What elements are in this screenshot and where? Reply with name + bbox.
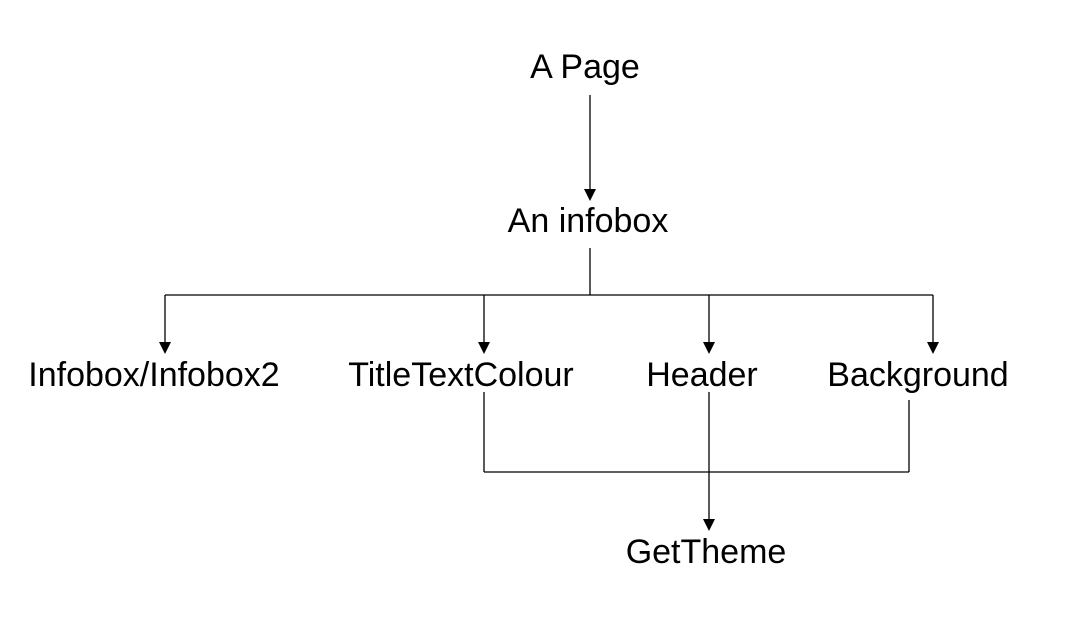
arrowhead-titletextcolour xyxy=(478,342,490,354)
node-gettheme: GetTheme xyxy=(626,533,787,571)
node-an-infobox: An infobox xyxy=(508,202,669,240)
edges-layer xyxy=(159,95,939,531)
node-infobox-infobox2: Infobox/Infobox2 xyxy=(28,356,279,394)
node-titletextcolour: TitleTextColour xyxy=(348,356,573,394)
node-header: Header xyxy=(646,356,758,394)
arrowhead-gettheme xyxy=(703,519,715,531)
arrowhead-infobox xyxy=(584,189,596,201)
node-background: Background xyxy=(827,356,1008,394)
arrowhead-background xyxy=(927,342,939,354)
node-a-page: A Page xyxy=(530,48,640,86)
arrowhead-infobox2 xyxy=(159,342,171,354)
arrowhead-header xyxy=(703,342,715,354)
labels-layer: A Page An infobox Infobox/Infobox2 Title… xyxy=(28,48,1008,571)
